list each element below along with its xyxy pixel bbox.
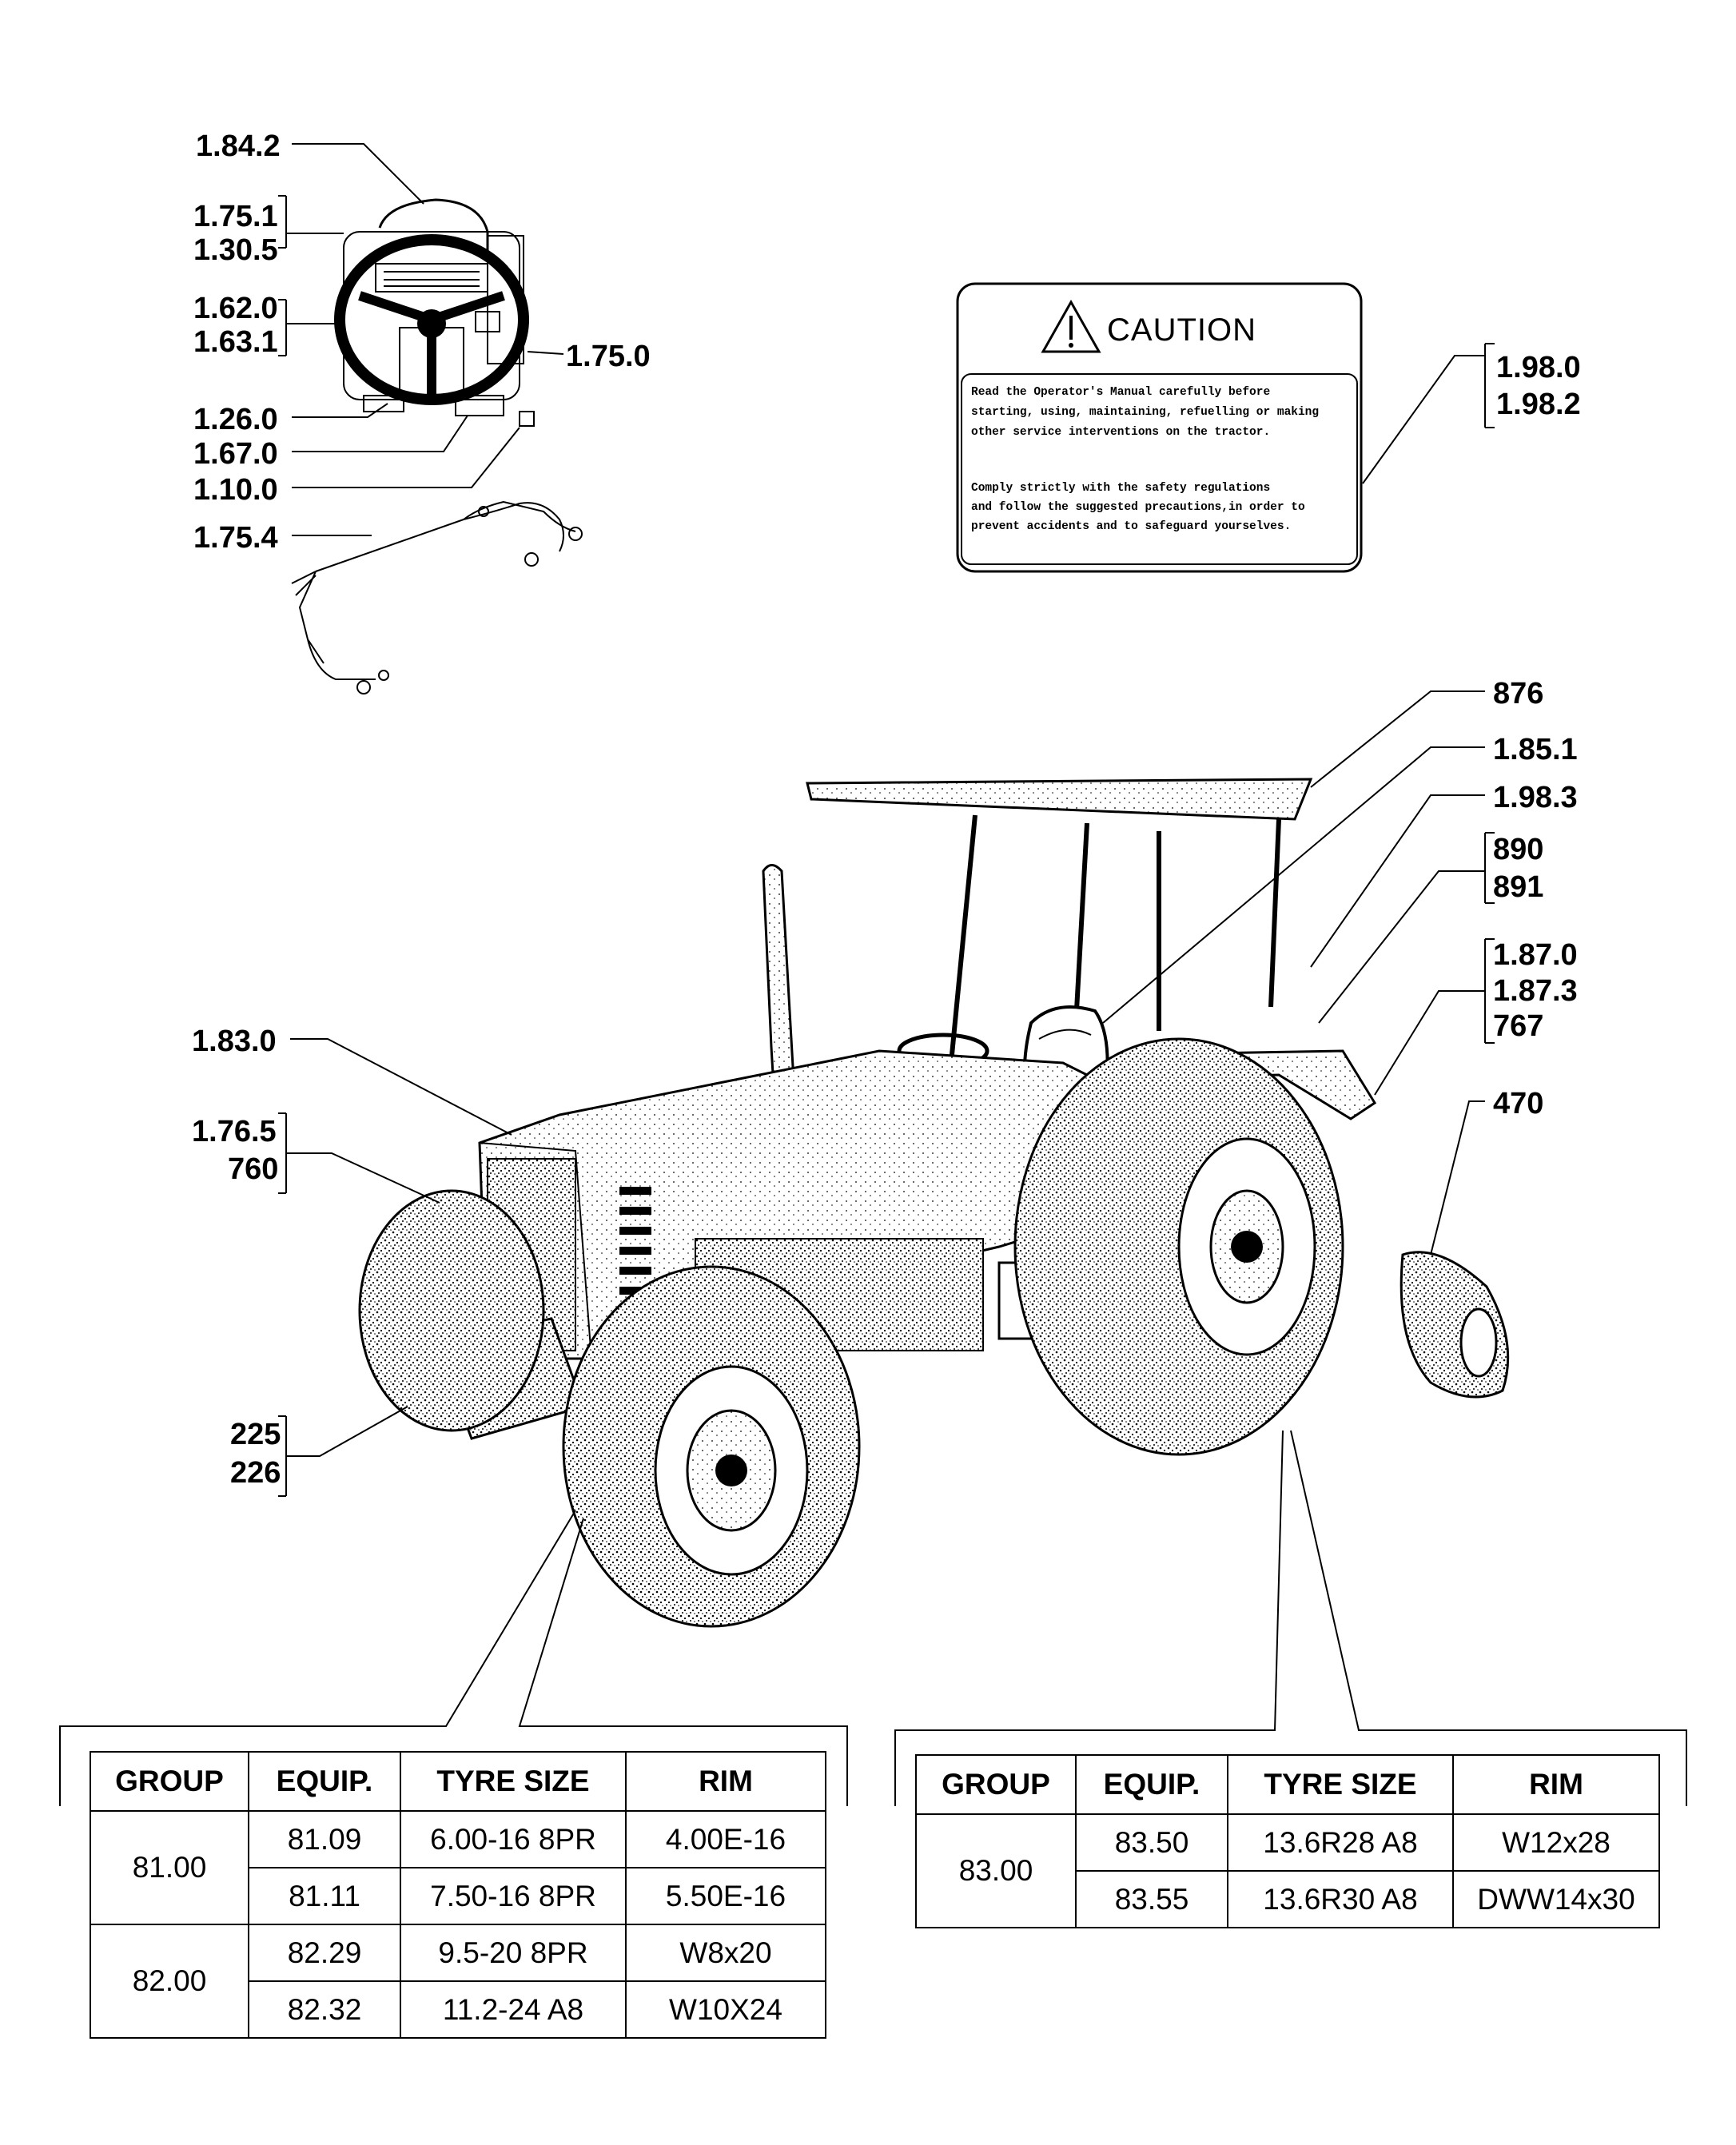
- caution-line-2: starting, using, maintaining, refuelling…: [971, 406, 1319, 419]
- callout-890: 890: [1493, 833, 1543, 866]
- rim-cell: W8x20: [625, 1924, 826, 1982]
- group-cell: 81.00: [90, 1810, 249, 1925]
- callout-1-84-2: 1.84.2: [196, 129, 281, 163]
- callout-1-98-2: 1.98.2: [1496, 388, 1581, 421]
- header-rim: RIM: [1452, 1754, 1660, 1815]
- table-header-row: GROUP EQUIP. TYRE SIZE RIM: [915, 1754, 1660, 1815]
- tractor-illustration: [358, 778, 1377, 1628]
- callout-1-67-0: 1.67.0: [193, 437, 278, 471]
- group-cell: 82.00: [90, 1924, 249, 2039]
- rear-tyre-table: GROUP EQUIP. TYRE SIZE RIM 83.00 83.50 1…: [915, 1754, 1660, 1928]
- equip-cell: 81.09: [248, 1810, 401, 1868]
- caution-line-3: other service interventions on the tract…: [971, 426, 1270, 439]
- callout-760: 760: [228, 1152, 278, 1186]
- caution-line-6: and follow the suggested precautions,in …: [971, 501, 1305, 514]
- callout-1-87-3: 1.87.3: [1493, 974, 1578, 1008]
- header-group: GROUP: [90, 1751, 249, 1812]
- front-tyre-table: GROUP EQUIP. TYRE SIZE RIM 81.00 81.09 6…: [90, 1751, 826, 2039]
- header-group: GROUP: [915, 1754, 1077, 1815]
- caution-title: CAUTION: [1107, 312, 1256, 348]
- caution-line-7: prevent accidents and to safeguard yours…: [971, 520, 1291, 533]
- callout-891: 891: [1493, 870, 1543, 904]
- caution-line-1: Read the Operator's Manual carefully bef…: [971, 386, 1270, 399]
- group-cell: 83.00: [915, 1813, 1077, 1928]
- rim-cell: DWW14x30: [1452, 1870, 1660, 1928]
- header-equip: EQUIP.: [1075, 1754, 1228, 1815]
- table-row: 82.00 82.29 9.5-20 8PR W8x20: [90, 1924, 826, 2039]
- callout-876: 876: [1493, 677, 1543, 710]
- equip-cell: 81.11: [248, 1867, 401, 1925]
- callout-1-85-1: 1.85.1: [1493, 733, 1578, 766]
- callout-1-75-1: 1.75.1: [193, 200, 278, 233]
- tyre-cell: 11.2-24 A8: [400, 1980, 627, 2039]
- callout-1-10-0: 1.10.0: [193, 473, 278, 507]
- table-row: 83.00 83.50 13.6R28 A8 W12x28: [915, 1813, 1660, 1928]
- header-rim: RIM: [625, 1751, 826, 1812]
- callout-225: 225: [230, 1418, 281, 1451]
- caution-decal: CAUTION Read the Operator's Manual caref…: [956, 282, 1363, 573]
- equip-cell: 83.50: [1075, 1813, 1228, 1872]
- rim-cell: W12x28: [1452, 1813, 1660, 1872]
- rim-cell: W10X24: [625, 1980, 826, 2039]
- tyre-cell: 6.00-16 8PR: [400, 1810, 627, 1868]
- rim-cell: 5.50E-16: [625, 1867, 826, 1925]
- caution-line-5: Comply strictly with the safety regulati…: [971, 482, 1270, 495]
- leader-lines: [59, 143, 1687, 1806]
- callout-1-62-0: 1.62.0: [193, 292, 278, 325]
- tyre-cell: 13.6R28 A8: [1227, 1813, 1454, 1872]
- callout-1-63-1: 1.63.1: [193, 325, 278, 359]
- callout-1-75-4: 1.75.4: [193, 521, 278, 555]
- callout-1-75-0: 1.75.0: [566, 340, 651, 373]
- rim-cell: 4.00E-16: [625, 1810, 826, 1868]
- tyre-cell: 7.50-16 8PR: [400, 1867, 627, 1925]
- table-row: 83.55 13.6R30 A8 DWW14x30: [916, 1870, 1660, 1928]
- table-row: 82.32 11.2-24 A8 W10X24: [90, 1980, 826, 2039]
- callout-1-30-5: 1.30.5: [193, 233, 278, 267]
- dashboard-steering-illustration: [334, 198, 535, 427]
- callout-767: 767: [1493, 1009, 1543, 1043]
- callout-1-26-0: 1.26.0: [193, 403, 278, 436]
- callout-226: 226: [230, 1456, 281, 1490]
- callout-1-76-5: 1.76.5: [192, 1115, 277, 1148]
- wheel-weight-illustration: [1400, 1251, 1510, 1399]
- table-row: 81.11 7.50-16 8PR 5.50E-16: [90, 1867, 826, 1925]
- equip-cell: 82.29: [248, 1924, 401, 1982]
- tyre-cell: 13.6R30 A8: [1227, 1870, 1454, 1928]
- callout-470: 470: [1493, 1087, 1543, 1120]
- callout-labels: 1.84.2 1.75.1 1.30.5 1.62.0 1.63.1 1.75.…: [192, 129, 1581, 1490]
- callout-1-83-0: 1.83.0: [192, 1025, 277, 1058]
- equip-cell: 83.55: [1075, 1870, 1228, 1928]
- table-header-row: GROUP EQUIP. TYRE SIZE RIM: [90, 1751, 826, 1812]
- header-equip: EQUIP.: [248, 1751, 401, 1812]
- warning-triangle-icon: [1041, 299, 1101, 353]
- callout-1-87-0: 1.87.0: [1493, 938, 1578, 972]
- header-tyre-size: TYRE SIZE: [1227, 1754, 1454, 1815]
- wiring-harness-illustration: [291, 500, 583, 694]
- callout-1-98-0: 1.98.0: [1496, 351, 1581, 384]
- tyre-cell: 9.5-20 8PR: [400, 1924, 627, 1982]
- equip-cell: 82.32: [248, 1980, 401, 2039]
- table-row: 81.00 81.09 6.00-16 8PR 4.00E-16: [90, 1810, 826, 1925]
- callout-1-98-3: 1.98.3: [1493, 781, 1578, 814]
- header-tyre-size: TYRE SIZE: [400, 1751, 627, 1812]
